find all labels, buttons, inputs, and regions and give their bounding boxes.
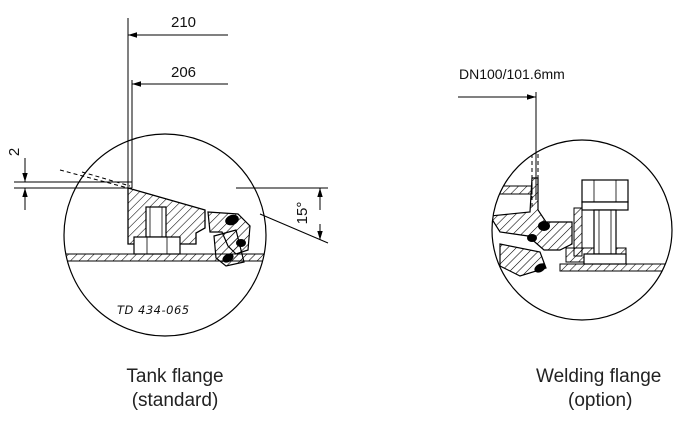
welding-flange-title: Welding flange [536, 366, 662, 387]
dimension-dn100: DN100/101.6mm [458, 66, 565, 200]
detail-circle-left [63, 133, 267, 337]
dimension-210: 210 [127, 14, 228, 188]
dimension-15-degrees: 15° [236, 187, 329, 244]
welding-flange-subtitle: (option) [568, 390, 633, 411]
dimension-dn100-label: DN100/101.6mm [459, 66, 565, 82]
dimension-210-label: 210 [171, 14, 196, 31]
welding-flange-view: DN100/101.6mm [458, 66, 673, 321]
detail-circle-right [491, 139, 673, 321]
tank-flange-subtitle: (standard) [131, 390, 219, 411]
dimension-206-label: 206 [171, 64, 196, 81]
dimension-2-label: 2 [6, 148, 23, 156]
dimension-15-label: 15° [294, 202, 311, 225]
dimension-206: 206 [132, 64, 228, 87]
tank-flange-title: Tank flange [126, 366, 224, 387]
tank-flange-view: 210 206 2 15° [6, 14, 329, 337]
tank-flange-caption: Tank flange (standard) [95, 365, 255, 413]
dimension-2: 2 [6, 148, 132, 210]
welding-flange-caption: Welding flange (option) [530, 365, 678, 413]
drawing-number: TD 434-065 [117, 303, 190, 317]
